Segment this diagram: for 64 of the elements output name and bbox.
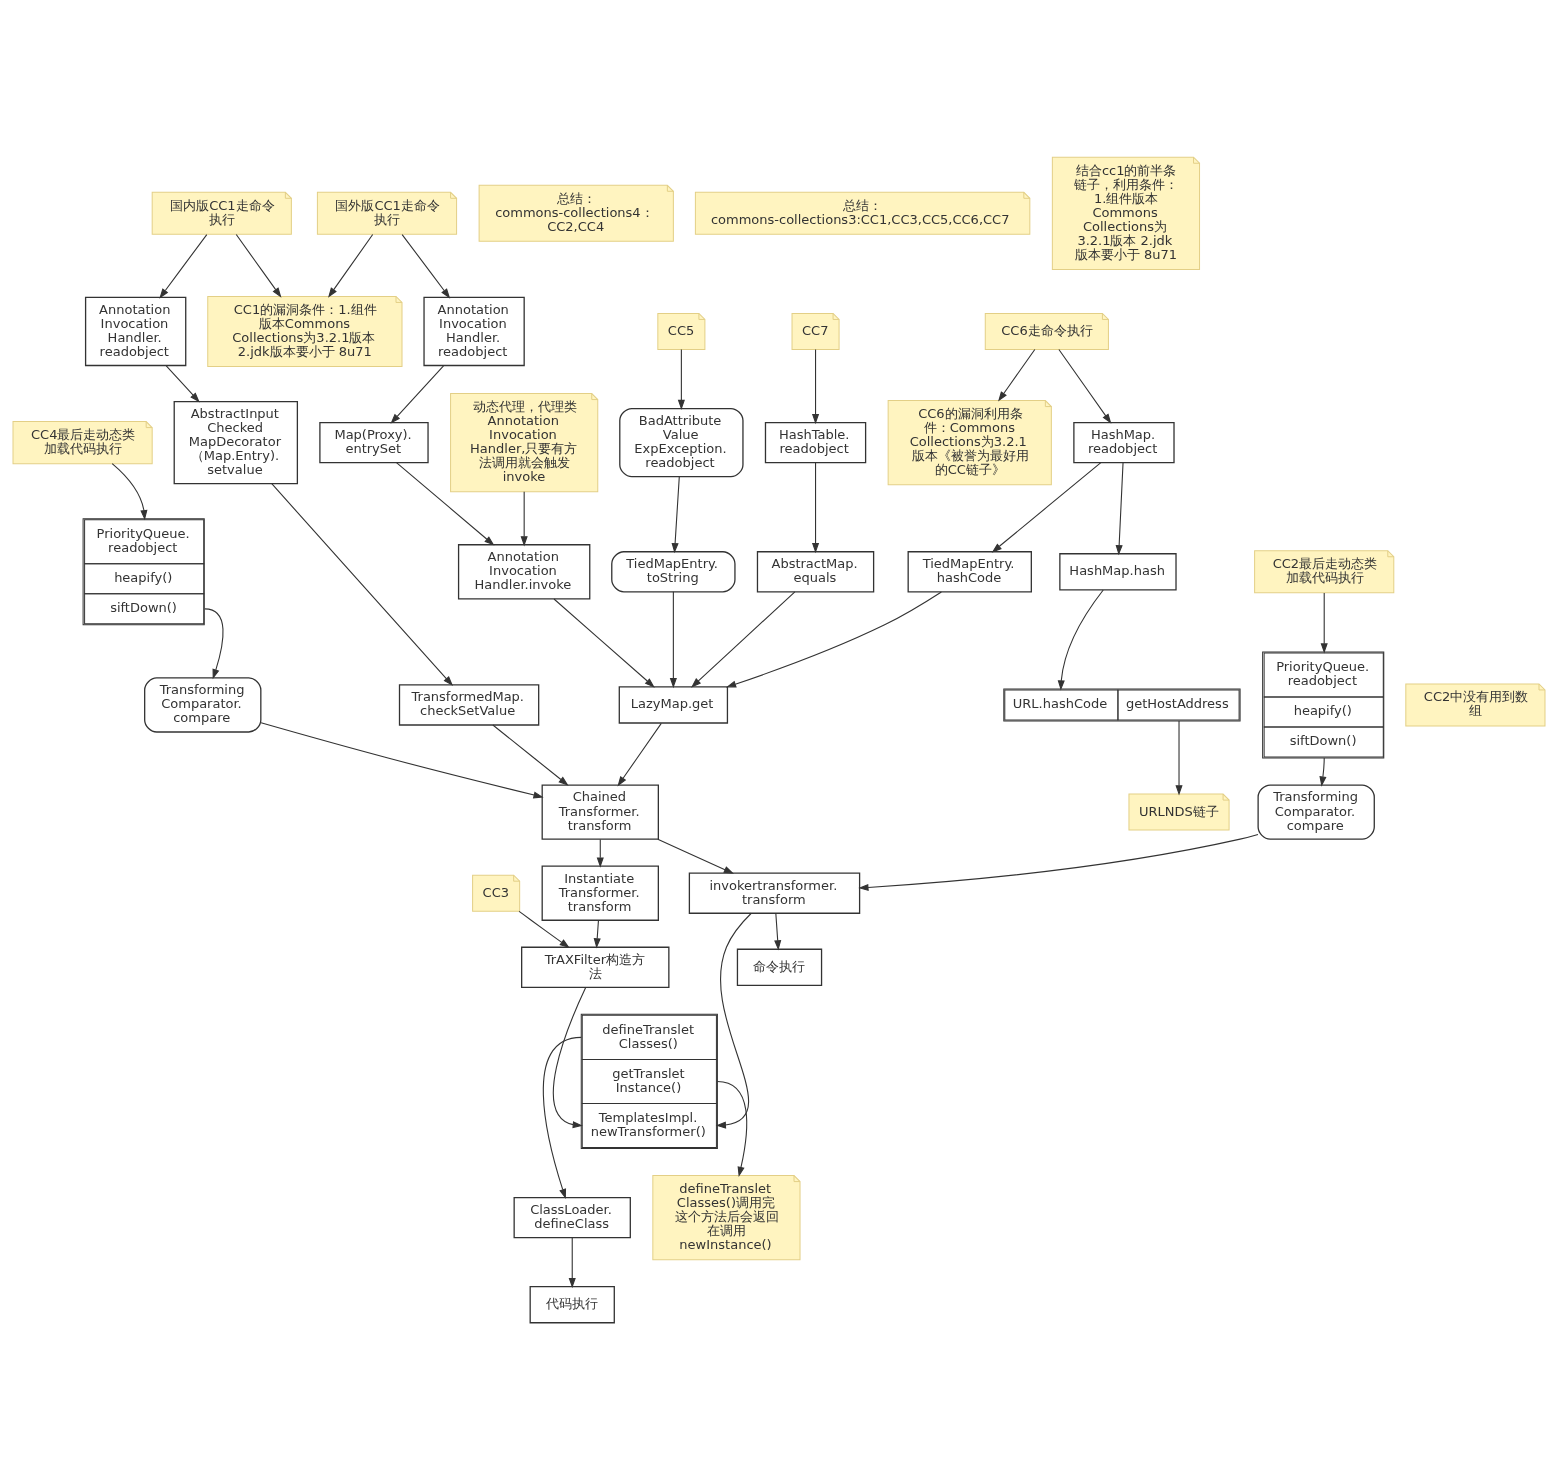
node-box: AnnotationInvocationHandler.readobject [422,296,525,366]
arrow [690,590,795,688]
arrow [158,233,207,299]
arrow [811,461,819,553]
node-box: HashMap.hash [1058,552,1177,590]
arrow [1115,461,1124,555]
node-box: HashTable.readobject [764,421,866,463]
node-box: TrAXFilter构造方法 [520,946,669,988]
arrow [520,490,528,546]
arrow [596,838,604,868]
arrow [1318,756,1326,787]
arrow [716,1080,747,1177]
arrow [401,233,450,299]
arrow [542,1036,582,1199]
node-box: TiedMapEntry.hashCode [907,550,1032,592]
node-box: AnnotationInvocationHandler.invoke [457,543,590,599]
arrow [1057,348,1111,424]
arrow [656,838,734,874]
node-box: ClassLoader.defineClass [513,1196,631,1238]
node-box: AnnotationInvocationHandler.readobject [84,296,186,366]
node-box: 代码执行 [529,1285,615,1323]
arrow [616,722,662,786]
arrow [111,462,147,520]
arrow [491,723,569,786]
arrow [260,721,544,798]
arrow [991,461,1101,553]
arrow [395,461,494,546]
arrow [1057,588,1104,691]
arrow [715,912,752,1129]
node-box: AbstractInputCheckedMapDecorator（Map.Entry).setvalue [173,400,298,484]
node-box: TransformingComparator.compare [143,676,261,733]
node-box: TiedMapEntry.toString [610,550,736,592]
arrow [677,348,685,410]
node-box: 命令执行 [736,948,822,986]
arrow [203,607,223,679]
arrow [997,348,1035,402]
arrow [671,475,680,553]
arrow [270,482,453,686]
arrow [811,348,819,424]
arrow [552,597,655,688]
node-box: InstantiateTransformer.transform [541,865,659,921]
node-box: LazyMap.get [618,685,728,724]
arrow [857,833,1259,891]
node-box: Map(Proxy).entrySet [318,421,429,463]
arrow [235,233,281,298]
arrow [1320,591,1328,654]
arrow [1174,719,1183,795]
node-box: ChainedTransformer.transform [541,783,659,840]
arrow [518,910,570,948]
node-box: TransformedMap.checkSetValue [398,683,539,726]
arrow [327,233,373,298]
arrow [165,364,200,402]
arrow [669,590,677,688]
arrow [568,1236,576,1288]
arrow [725,591,942,688]
arrow [552,986,586,1128]
arrow [389,364,444,424]
arrow [593,919,601,948]
node-box: BadAttributeValueExpException.readobject [618,407,744,477]
node-box: HashMap.readobject [1072,421,1175,463]
arrow [773,912,781,951]
node-box: invokertransformer.transform [688,872,860,914]
node-box: AbstractMap.equals [756,550,874,592]
node-box: TransformingComparator.compare [1256,783,1375,840]
